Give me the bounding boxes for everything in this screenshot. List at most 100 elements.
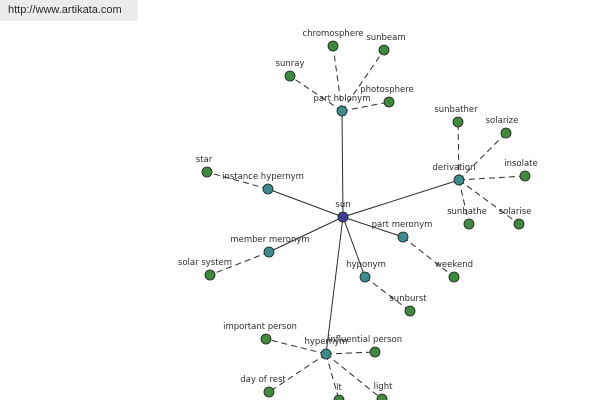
- node-label-sunbather: sunbather: [434, 105, 478, 115]
- node-marker-sunbathe[interactable]: [463, 218, 475, 230]
- node-hyponym[interactable]: hyponym: [346, 260, 386, 283]
- node-part-holonym[interactable]: part holonym: [314, 94, 371, 117]
- node-label-solarize: solarize: [486, 116, 519, 126]
- node-label-part-holonym: part holonym: [314, 94, 371, 104]
- edge-sun-to-hypernym: [325, 216, 344, 355]
- edge-instance-hypernym-to-star: [206, 171, 269, 190]
- edge-hypernym-to-important-person: [265, 338, 327, 355]
- node-day-of-rest[interactable]: day of rest: [240, 375, 286, 398]
- node-label-day-of-rest: day of rest: [240, 375, 286, 385]
- source-url[interactable]: http://www.artikata.com: [0, 0, 138, 21]
- node-marker-hypernym[interactable]: [320, 348, 332, 360]
- edge-derivation-to-sunbathe: [458, 179, 470, 225]
- edge-derivation-to-insolate: [458, 175, 526, 181]
- node-label-sunbeam: sunbeam: [366, 33, 405, 43]
- node-light[interactable]: light: [374, 382, 394, 400]
- edge-member-meronym-to-solar-system: [209, 251, 270, 276]
- node-marker-solarize[interactable]: [500, 127, 512, 139]
- node-star[interactable]: star: [196, 155, 213, 178]
- node-label-sunray: sunray: [276, 59, 305, 69]
- node-marker-photosphere[interactable]: [383, 96, 395, 108]
- node-label-part-meronym: part meronym: [372, 220, 433, 230]
- node-marker-chromosphere[interactable]: [327, 40, 339, 52]
- node-instance-hypernym[interactable]: instance hypernym: [222, 172, 304, 195]
- edge-sun-to-derivation: [342, 179, 460, 218]
- node-label-solar-system: solar system: [178, 258, 232, 268]
- edge-part-holonym-to-chromosphere: [332, 45, 343, 112]
- nodes-layer: sun part holonym derivation instance hypern…: [178, 29, 538, 400]
- edges-layer: [206, 45, 526, 400]
- edge-part-holonym-to-sunray: [289, 75, 343, 112]
- node-marker-instance-hypernym[interactable]: [262, 183, 274, 195]
- node-marker-star[interactable]: [201, 166, 213, 178]
- node-label-star: star: [196, 155, 213, 165]
- node-label-sun: sun: [335, 200, 350, 210]
- node-marker-influential-person[interactable]: [369, 346, 381, 358]
- node-label-weekend: weekend: [435, 260, 473, 270]
- node-marker-important-person[interactable]: [260, 333, 272, 345]
- node-marker-hyponym[interactable]: [359, 271, 371, 283]
- node-sunburst[interactable]: sunburst: [389, 294, 427, 317]
- edge-sun-to-member-meronym: [268, 216, 344, 253]
- node-important-person[interactable]: important person: [223, 322, 297, 345]
- node-marker-lt[interactable]: [333, 394, 345, 400]
- node-chromosphere[interactable]: chromosphere: [302, 29, 364, 52]
- node-marker-insolate[interactable]: [519, 170, 531, 182]
- edge-sun-to-part-meronym: [342, 216, 404, 238]
- node-marker-solar-system[interactable]: [204, 269, 216, 281]
- node-member-meronym[interactable]: member meronym: [230, 235, 310, 258]
- node-label-sunbathe: sunbathe: [447, 207, 487, 217]
- node-sunbathe[interactable]: sunbathe: [447, 207, 487, 230]
- node-label-hypernym: hypernym: [304, 337, 347, 347]
- node-marker-sunburst[interactable]: [404, 305, 416, 317]
- node-solarise[interactable]: solarise: [499, 207, 532, 230]
- node-marker-sun[interactable]: [337, 211, 349, 223]
- node-marker-sunray[interactable]: [284, 70, 296, 82]
- node-marker-solarise[interactable]: [513, 218, 525, 230]
- node-marker-part-holonym[interactable]: [336, 105, 348, 117]
- node-photosphere[interactable]: photosphere: [360, 85, 414, 108]
- node-sunbeam[interactable]: sunbeam: [366, 33, 406, 56]
- node-sunbather[interactable]: sunbather: [434, 105, 478, 128]
- node-derivation[interactable]: derivation: [432, 163, 476, 186]
- node-label-member-meronym: member meronym: [230, 235, 309, 245]
- node-label-instance-hypernym: instance hypernym: [222, 172, 304, 182]
- node-solarize[interactable]: solarize: [486, 116, 519, 139]
- node-label-insolate: insolate: [504, 159, 538, 169]
- edge-sun-to-hyponym: [342, 216, 366, 278]
- edge-part-holonym-to-sunbeam: [341, 49, 385, 112]
- node-label-important-person: important person: [223, 322, 297, 332]
- node-label-photosphere: photosphere: [360, 85, 414, 95]
- node-solar-system[interactable]: solar system: [178, 258, 232, 281]
- node-label-solarise: solarise: [499, 207, 532, 217]
- edge-hypernym-to-influential-person: [325, 351, 376, 355]
- node-marker-member-meronym[interactable]: [263, 246, 275, 258]
- node-hypernym[interactable]: hypernym: [304, 337, 348, 360]
- node-sunray[interactable]: sunray: [276, 59, 305, 82]
- edge-sun-to-part-holonym: [341, 110, 344, 218]
- node-insolate[interactable]: insolate: [504, 159, 538, 182]
- edge-part-holonym-to-photosphere: [341, 101, 390, 112]
- node-marker-derivation[interactable]: [453, 174, 465, 186]
- node-marker-light[interactable]: [376, 393, 388, 400]
- node-label-light: light: [374, 382, 394, 392]
- edge-sun-to-instance-hypernym: [267, 188, 344, 218]
- node-marker-sunbeam[interactable]: [378, 44, 390, 56]
- node-marker-sunbather[interactable]: [452, 116, 464, 128]
- node-label-lt: lt: [336, 383, 342, 393]
- node-influential-person[interactable]: influential person: [328, 335, 402, 358]
- edge-part-meronym-to-weekend: [402, 236, 455, 278]
- node-marker-day-of-rest[interactable]: [263, 386, 275, 398]
- node-label-sunburst: sunburst: [389, 294, 427, 304]
- node-marker-weekend[interactable]: [448, 271, 460, 283]
- node-sun[interactable]: sun: [335, 200, 351, 223]
- edge-hypernym-to-lt: [325, 353, 340, 400]
- node-part-meronym[interactable]: part meronym: [372, 220, 433, 243]
- node-weekend[interactable]: weekend: [435, 260, 473, 283]
- edge-hypernym-to-light: [325, 353, 383, 400]
- edge-derivation-to-solarise: [458, 179, 520, 225]
- node-lt[interactable]: lt: [333, 383, 345, 400]
- node-label-chromosphere: chromosphere: [302, 29, 363, 39]
- node-marker-part-meronym[interactable]: [397, 231, 409, 243]
